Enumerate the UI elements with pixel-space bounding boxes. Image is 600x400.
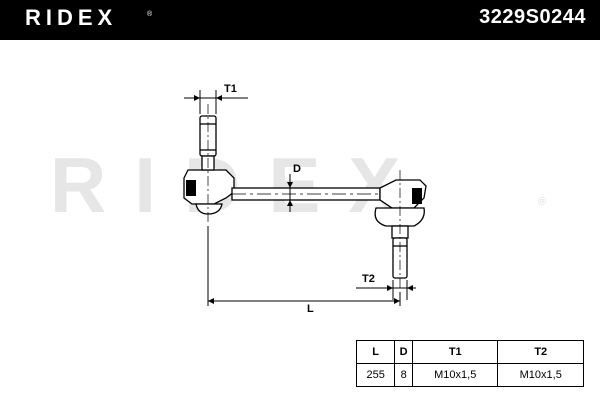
stabilizer-link-drawing xyxy=(183,90,427,306)
brand-registered-mark: ® xyxy=(147,11,153,18)
specs-header-t1: T1 xyxy=(411,340,499,364)
specs-value-t2: M10x1,5 xyxy=(497,363,584,387)
part-number: 3229S0244 xyxy=(479,6,586,28)
specs-value-l: 255 xyxy=(355,363,396,387)
specs-header-row: L D T1 T2 xyxy=(355,340,584,364)
specs-value-row: 255 8 M10x1,5 M10x1,5 xyxy=(355,363,584,387)
specs-value-t1: M10x1,5 xyxy=(411,363,499,387)
left-joint-boot xyxy=(195,203,223,215)
left-joint-housing xyxy=(183,169,235,205)
specs-table: L D T1 T2 255 8 M10x1,5 M10x1,5 xyxy=(355,340,584,387)
brand-logo: RIDEX xyxy=(25,5,118,30)
t2-label: T2 xyxy=(362,273,375,285)
right-joint-boot xyxy=(374,207,425,227)
specs-header-t2: T2 xyxy=(497,340,584,364)
header-bar: RIDEX ® 3229S0244 xyxy=(0,0,600,40)
specs-header-l: L xyxy=(355,340,396,364)
d-label: D xyxy=(293,163,301,175)
t1-label: T1 xyxy=(224,83,237,95)
watermark-registered-mark: ® xyxy=(538,196,547,208)
specs-header-d: D xyxy=(394,340,413,364)
l-label: L xyxy=(307,303,314,315)
specs-value-d: 8 xyxy=(394,363,413,387)
